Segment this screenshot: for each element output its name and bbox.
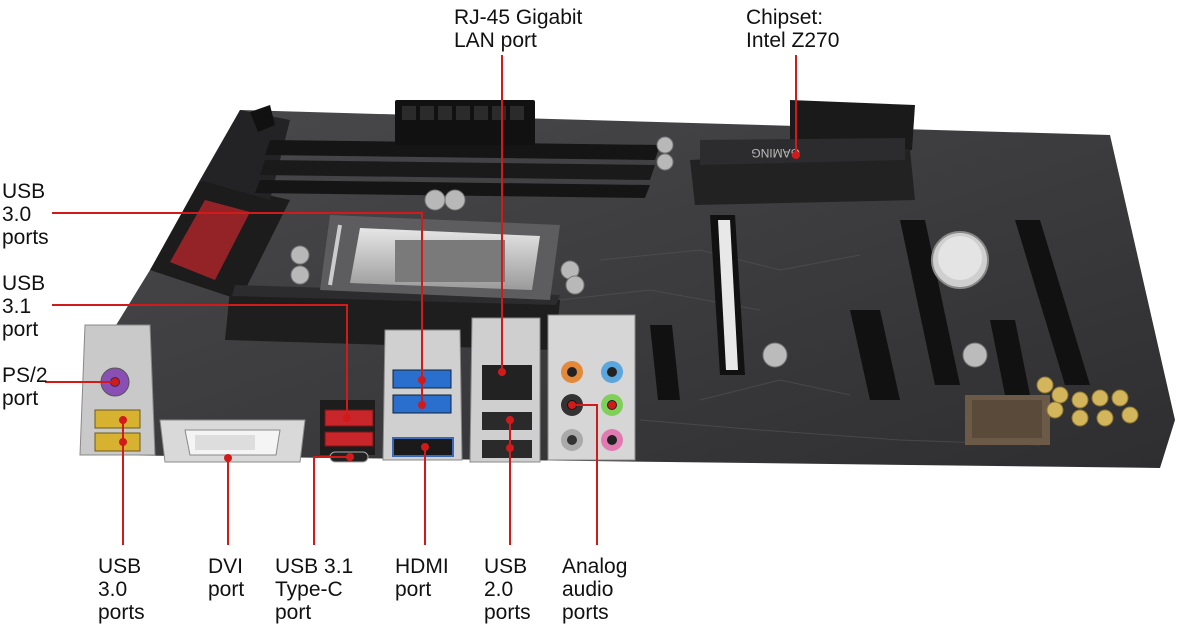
label-ps2: PS/2 port: [2, 364, 48, 410]
label-usb30-bottom: USB 3.0 ports: [98, 555, 145, 624]
callout-line-usb30-top: [52, 212, 423, 405]
chipset-heatsink: GAMING: [690, 100, 915, 205]
label-dvi: DVI port: [208, 555, 245, 601]
callout-line-audio: [572, 404, 598, 545]
label-usb30-top: USB 3.0 ports: [2, 180, 49, 249]
label-hdmi: HDMI port: [395, 555, 449, 601]
io-lan-usb20: [469, 317, 541, 463]
capacitors-socket: [290, 136, 674, 295]
dimm-slots: [255, 140, 660, 198]
audio-capacitors: [1036, 376, 1139, 427]
callout-line-usb31: [52, 304, 348, 418]
io-audio-jacks: [547, 314, 636, 461]
label-usb31: USB 3.1 port: [2, 272, 46, 341]
pcie-slots: [650, 215, 1090, 400]
cpu-socket: [320, 215, 560, 300]
io-ps2-usb-stack: [79, 324, 156, 456]
vrm-heatsink-bottom-top: [232, 285, 560, 305]
io-dvi: [159, 419, 306, 463]
label-chipset: Chipset: Intel Z270: [746, 6, 840, 52]
svg-text:GAMING: GAMING: [751, 146, 800, 160]
callout-line-usbc: [313, 456, 350, 545]
vrm-heatsink-left: [150, 105, 290, 300]
label-usb20: USB 2.0 ports: [484, 555, 531, 624]
label-audio: Analog audio ports: [562, 555, 628, 624]
label-usbc: USB 3.1 Type-C port: [275, 555, 354, 624]
callout-lines: [45, 55, 800, 545]
label-rj45: RJ-45 Gigabit LAN port: [454, 6, 583, 52]
